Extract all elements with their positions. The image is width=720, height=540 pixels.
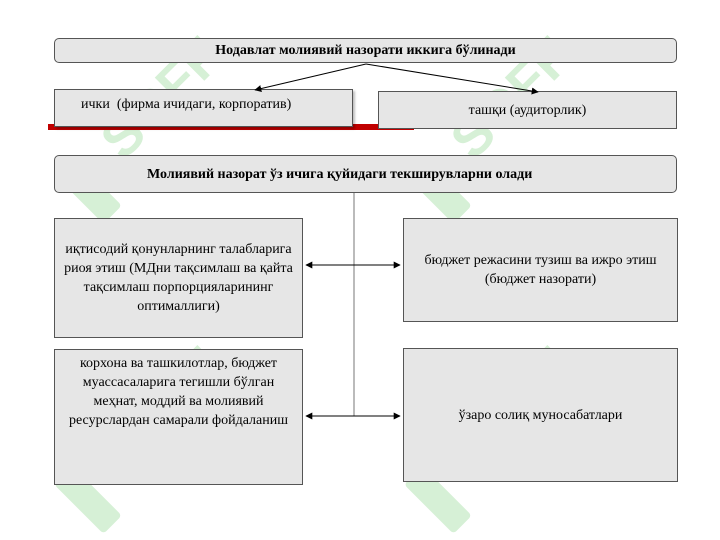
arrow-to-internal xyxy=(254,63,367,92)
section-title-box: Молиявий назорат ўз ичига қуйидаги текши… xyxy=(54,155,677,193)
resource-use-label: корхона ва ташкилотлар, бюджет муассасал… xyxy=(68,356,289,428)
section-title: Молиявий назорат ўз ичига қуйидаги текши… xyxy=(147,166,533,182)
budget-control-box: бюджет режасини тузиш ва ижро этиш (бюдж… xyxy=(403,218,678,322)
budget-control-label: бюджет режасини тузиш ва ижро этиш (бюдж… xyxy=(424,253,657,287)
economic-laws-label: иқтисодий қонунларнинг талабларига риоя … xyxy=(64,242,293,314)
accent-bar xyxy=(48,124,414,130)
internal-control-box: ички (фирма ичидаги, корпоратив) xyxy=(54,89,353,127)
diagram-title: Нодавлат молиявий назорати иккига бўлина… xyxy=(215,43,516,58)
tax-relations-label: ўзаро солиқ муносабатлари xyxy=(458,407,623,423)
external-control-label: ташқи (аудиторлик) xyxy=(468,102,587,118)
title-box: Нодавлат молиявий назорати иккига бўлина… xyxy=(54,38,677,63)
economic-laws-box: иқтисодий қонунларнинг талабларига риоя … xyxy=(54,218,303,338)
external-control-box: ташқи (аудиторлик) xyxy=(378,91,677,129)
internal-control-label: ички (фирма ичидаги, корпоратив) xyxy=(81,97,292,112)
arrow-to-external xyxy=(365,63,539,95)
resource-use-box: корхона ва ташкилотлар, бюджет муассасал… xyxy=(54,349,303,485)
tax-relations-box: ўзаро солиқ муносабатлари xyxy=(403,348,678,482)
